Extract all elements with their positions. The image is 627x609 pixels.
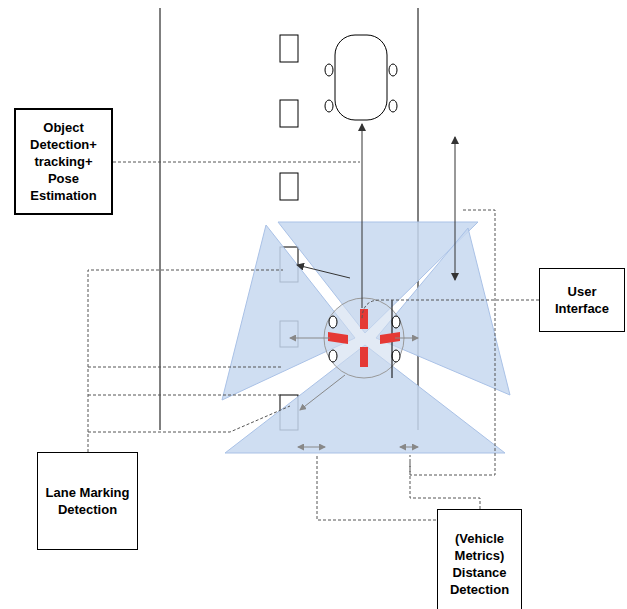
- box-label: Lane Marking Detection: [44, 484, 131, 518]
- road-edge: [418, 8, 419, 430]
- range-arrows: [290, 338, 418, 447]
- function-box: Lane Marking Detection: [37, 452, 138, 550]
- ego-vehicle: [324, 298, 404, 378]
- box-label: User Interface: [546, 283, 618, 317]
- leader-lines: [88, 162, 539, 520]
- box-label: (Vehicle Metrics) Distance Detection: [444, 530, 515, 598]
- box-label: Object Detection+ tracking+ Pose Estimat…: [22, 119, 105, 204]
- car-ahead: [325, 35, 397, 120]
- sensing-arrows: [297, 124, 455, 308]
- function-box: (Vehicle Metrics) Distance Detection: [437, 509, 522, 609]
- function-box: User Interface: [539, 268, 625, 332]
- sensor-fields: [222, 222, 510, 453]
- function-box: Object Detection+ tracking+ Pose Estimat…: [14, 108, 113, 215]
